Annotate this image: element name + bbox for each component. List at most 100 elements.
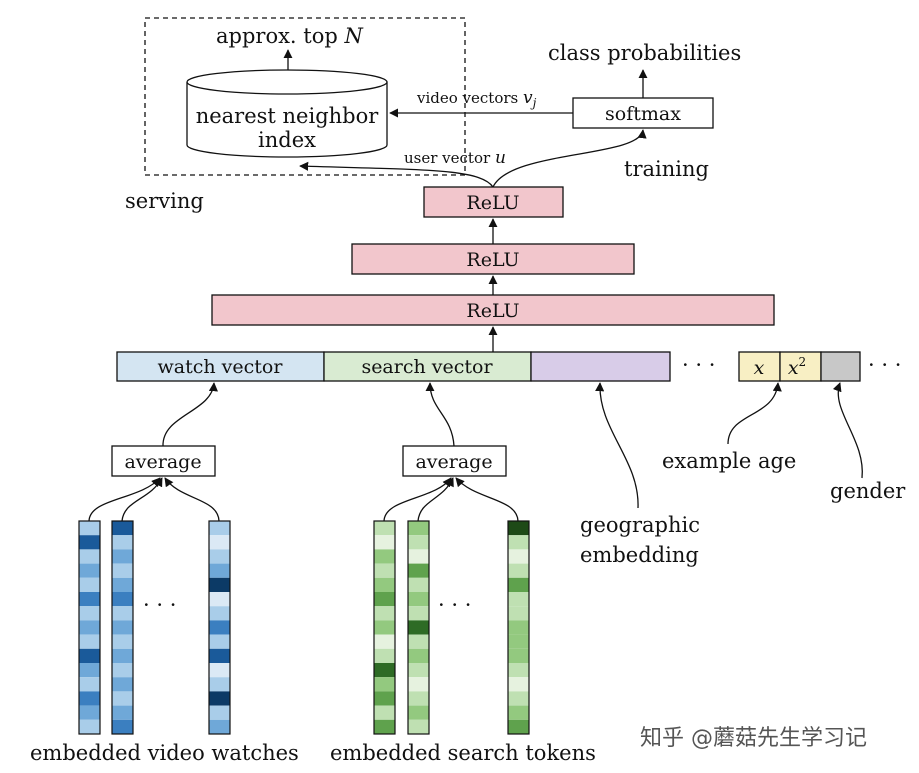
embedding-cell bbox=[374, 521, 395, 536]
age-x-segment: x bbox=[738, 351, 781, 382]
embedding-cell bbox=[112, 577, 133, 592]
embedding-column-border bbox=[407, 520, 430, 735]
embedding-cell bbox=[79, 549, 100, 564]
embedding-column-border bbox=[373, 520, 396, 735]
embedding-cell bbox=[79, 521, 100, 536]
embedding-cell bbox=[374, 705, 395, 720]
embedding-cell bbox=[374, 648, 395, 663]
embedding-cell bbox=[79, 535, 100, 550]
watch-edge-2 bbox=[121, 477, 163, 522]
class-probabilities-label: class probabilities bbox=[548, 41, 741, 65]
embedding-column-border bbox=[111, 520, 134, 735]
embedding-cell bbox=[508, 563, 529, 578]
example-age-arrow bbox=[727, 382, 782, 445]
embedding-cell bbox=[79, 719, 100, 734]
embedding-column bbox=[111, 520, 134, 735]
embedding-cell bbox=[408, 634, 429, 649]
embedding-cell bbox=[209, 705, 230, 720]
embedding-cell bbox=[408, 648, 429, 663]
average-label: average bbox=[124, 451, 201, 473]
embedding-cell bbox=[508, 577, 529, 592]
embedding-column bbox=[78, 520, 101, 735]
embedding-cell bbox=[408, 606, 429, 621]
embedding-cell bbox=[209, 549, 230, 564]
age-x-squared-segment: x2 bbox=[779, 351, 822, 382]
embedding-cell bbox=[408, 663, 429, 678]
softmax-box: softmax bbox=[572, 97, 714, 129]
embedding-column-border bbox=[208, 520, 231, 735]
embedding-cell bbox=[374, 549, 395, 564]
relu-label: ReLU bbox=[466, 249, 519, 271]
user-vector-curve-to-softmax bbox=[492, 129, 647, 188]
embedding-cell bbox=[508, 648, 529, 663]
embedding-cell bbox=[408, 620, 429, 635]
geographic-embedding-segment bbox=[530, 351, 671, 382]
search-edge-3 bbox=[455, 477, 519, 522]
embedded-search-tokens-caption: embedded search tokens bbox=[330, 741, 596, 765]
embedding-cell bbox=[374, 663, 395, 678]
watch-average-box: average bbox=[111, 445, 216, 477]
embedding-cell bbox=[508, 521, 529, 536]
embedding-cell bbox=[209, 521, 230, 536]
watch-columns-ellipsis: · · · bbox=[143, 593, 176, 617]
embedding-cell bbox=[508, 535, 529, 550]
embedding-cell bbox=[508, 691, 529, 706]
watermark: 知乎 @蘑菇先生学习记 bbox=[640, 726, 867, 751]
embedding-cell bbox=[408, 535, 429, 550]
training-label: training bbox=[624, 157, 709, 181]
video-vectors-label: video vectors vj bbox=[416, 88, 537, 110]
embedding-cell bbox=[408, 705, 429, 720]
embedding-cell bbox=[508, 719, 529, 734]
embedding-cell bbox=[508, 606, 529, 621]
average-label: average bbox=[415, 451, 492, 473]
embedding-cell bbox=[374, 677, 395, 692]
search-average-box: average bbox=[402, 445, 507, 477]
embedding-cell bbox=[408, 549, 429, 564]
svg-text:approx. top N: approx. top N bbox=[216, 24, 364, 48]
embedding-cell bbox=[209, 577, 230, 592]
serving-region bbox=[144, 17, 466, 176]
embedding-column bbox=[373, 520, 396, 735]
embedding-cell bbox=[209, 563, 230, 578]
softmax-label: softmax bbox=[605, 103, 681, 125]
index-label-line1: nearest neighbor bbox=[196, 104, 380, 128]
relu-label: ReLU bbox=[466, 192, 519, 214]
embedding-cell bbox=[374, 577, 395, 592]
svg-text:x2: x2 bbox=[788, 355, 806, 379]
embedding-cell bbox=[374, 563, 395, 578]
embedding-cell bbox=[374, 606, 395, 621]
search-embedding-columns bbox=[373, 520, 530, 735]
nearest-neighbor-index-cylinder: nearest neighbor index bbox=[186, 69, 388, 158]
search-vector-label: search vector bbox=[361, 356, 493, 378]
search-edge-2 bbox=[417, 477, 454, 522]
embedding-cell bbox=[508, 620, 529, 635]
embedding-cell bbox=[508, 705, 529, 720]
embedding-cell bbox=[508, 677, 529, 692]
geographic-arrow bbox=[595, 382, 639, 509]
embedding-cell bbox=[209, 620, 230, 635]
geographic-label-line2: embedding bbox=[580, 543, 699, 567]
embedding-cell bbox=[508, 592, 529, 607]
trailing-ellipsis: · · · bbox=[868, 353, 901, 377]
embedding-cell bbox=[79, 691, 100, 706]
embedding-cell bbox=[508, 634, 529, 649]
watch-embedding-columns bbox=[78, 520, 231, 735]
index-label-line2: index bbox=[258, 128, 316, 152]
embedding-cell bbox=[112, 592, 133, 607]
gender-segment bbox=[820, 351, 861, 382]
embedding-cell bbox=[209, 677, 230, 692]
embedding-cell bbox=[112, 705, 133, 720]
embedding-cell bbox=[79, 663, 100, 678]
embedding-cell bbox=[112, 648, 133, 663]
gender-label: gender bbox=[830, 479, 906, 503]
embedding-cell bbox=[209, 606, 230, 621]
embedding-cell bbox=[408, 719, 429, 734]
embedding-cell bbox=[408, 563, 429, 578]
embedding-cell bbox=[79, 577, 100, 592]
x-label: x bbox=[754, 357, 765, 379]
embedding-cell bbox=[112, 521, 133, 536]
relu-label: ReLU bbox=[466, 300, 519, 322]
user-vector-label: user vector u bbox=[404, 148, 506, 168]
embedding-cell bbox=[408, 592, 429, 607]
embedding-cell bbox=[408, 577, 429, 592]
